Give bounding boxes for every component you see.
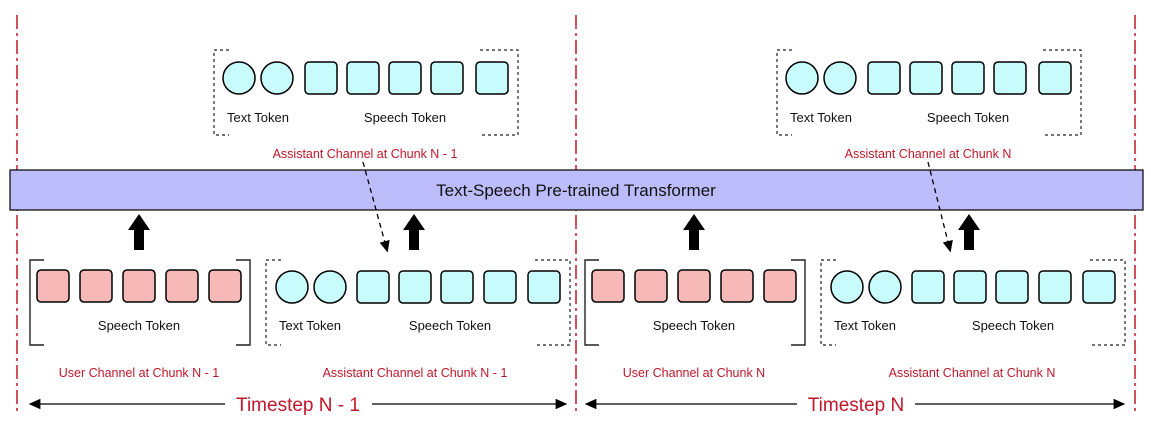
user-speech-token — [165, 269, 199, 303]
up-arrow — [403, 214, 425, 250]
user-speech-token — [591, 269, 625, 303]
speech-token — [951, 61, 985, 95]
speech-token — [475, 61, 509, 95]
user-speech-token — [122, 269, 156, 303]
channel-label: Assistant Channel at Chunk N — [845, 147, 1012, 161]
speech-token-label: Speech Token — [364, 110, 446, 125]
channel-label: User Channel at Chunk N — [623, 366, 765, 380]
text-token — [823, 61, 857, 95]
user-speech-token — [634, 269, 668, 303]
speech-token — [304, 61, 338, 95]
top-assistant-group-curr: Text Token Speech Token Assistant Channe… — [776, 49, 1082, 161]
timestep-prev: Timestep N - 1 — [28, 395, 568, 416]
text-token — [830, 270, 864, 304]
dashed-bracket-right — [480, 49, 519, 136]
channel-label: Assistant Channel at Chunk N - 1 — [323, 366, 508, 380]
text-token-label: Text Token — [227, 110, 289, 125]
timestep-curr: Timestep N — [584, 395, 1126, 416]
user-speech-token — [79, 269, 113, 303]
speech-token — [483, 270, 517, 304]
speech-token — [1038, 61, 1072, 95]
speech-token-label: Speech Token — [972, 318, 1054, 333]
speech-token — [911, 270, 945, 304]
transformer-label: Text-Speech Pre-trained Transformer — [436, 181, 716, 200]
dashed-bracket-right — [1043, 49, 1082, 136]
dashed-bracket-left — [213, 49, 229, 136]
divider-lines — [16, 15, 1136, 415]
feedback-arrow-prev — [362, 161, 390, 253]
user-speech-token — [677, 269, 711, 303]
timestep-label: Timestep N — [808, 395, 904, 416]
channel-label: Assistant Channel at Chunk N — [889, 366, 1056, 380]
bracket-left — [29, 259, 44, 346]
user-speech-token — [208, 269, 242, 303]
speech-token — [356, 270, 390, 304]
speech-token-label: Speech Token — [98, 318, 180, 333]
speech-token — [909, 61, 943, 95]
text-token — [868, 270, 902, 304]
channel-label: Assistant Channel at Chunk N - 1 — [273, 147, 458, 161]
channel-label: User Channel at Chunk N - 1 — [59, 366, 220, 380]
text-token — [222, 61, 256, 95]
text-token-label: Text Token — [834, 318, 896, 333]
dashed-bracket-left — [265, 259, 281, 346]
user-speech-token — [763, 269, 797, 303]
speech-token — [430, 61, 464, 95]
text-token-label: Text Token — [790, 110, 852, 125]
speech-token — [388, 61, 422, 95]
bracket-right — [791, 259, 806, 346]
speech-token-label: Speech Token — [409, 318, 491, 333]
up-arrows — [128, 214, 980, 250]
speech-token — [1038, 270, 1072, 304]
feedback-arrow-curr — [927, 161, 953, 253]
text-token — [260, 61, 294, 95]
speech-token — [867, 61, 901, 95]
bottom-assistant-group-prev: Text Token Speech Token Assistant Channe… — [265, 259, 571, 380]
up-arrow — [128, 214, 150, 250]
speech-token — [346, 61, 380, 95]
bottom-user-group-prev: Speech Token User Channel at Chunk N - 1 — [29, 259, 251, 380]
dashed-bracket-left — [820, 259, 836, 346]
speech-token — [1082, 270, 1116, 304]
user-speech-token — [36, 269, 70, 303]
timestep-label: Timestep N - 1 — [236, 395, 360, 416]
up-arrow — [683, 214, 705, 250]
dashed-bracket-left — [776, 49, 792, 136]
speech-token-label: Speech Token — [927, 110, 1009, 125]
text-token — [785, 61, 819, 95]
up-arrow — [958, 214, 980, 250]
speech-token — [993, 61, 1027, 95]
speech-token-label: Speech Token — [653, 318, 735, 333]
speech-token — [440, 270, 474, 304]
speech-token — [398, 270, 432, 304]
user-speech-token — [720, 269, 754, 303]
speech-token — [995, 270, 1029, 304]
speech-token — [527, 270, 561, 304]
bottom-user-group-curr: Speech Token User Channel at Chunk N — [584, 259, 806, 380]
transformer-bar — [9, 169, 1144, 211]
bracket-left — [584, 259, 599, 346]
text-token — [313, 270, 347, 304]
top-assistant-group-prev: Text Token Speech Token Assistant Channe… — [213, 49, 519, 161]
speech-token — [953, 270, 987, 304]
text-token-label: Text Token — [279, 318, 341, 333]
bottom-assistant-group-curr: Text Token Speech Token Assistant Channe… — [820, 259, 1126, 380]
bracket-right — [236, 259, 251, 346]
text-token — [275, 270, 309, 304]
